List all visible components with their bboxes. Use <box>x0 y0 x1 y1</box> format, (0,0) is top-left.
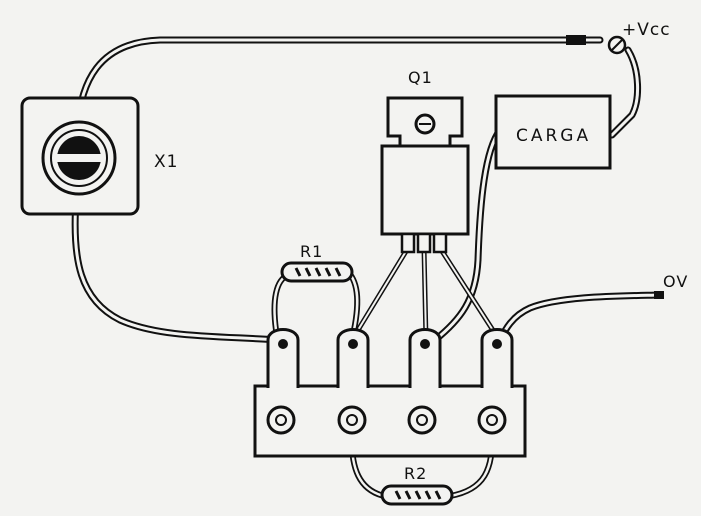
label-carga: CARGA <box>516 126 592 146</box>
terminal-screw-2 <box>337 405 367 435</box>
terminal-lug-2 <box>336 328 370 388</box>
label-r2: R2 <box>404 464 428 483</box>
label-ov: OV <box>663 272 689 291</box>
label-r1: R1 <box>300 242 324 261</box>
x1-component <box>20 96 140 216</box>
carga-box <box>494 94 612 170</box>
ov-wire-end <box>654 291 664 299</box>
terminal-screw-1 <box>266 405 296 435</box>
label-q1: Q1 <box>408 68 433 87</box>
r2-resistor <box>380 484 454 506</box>
wires <box>71 36 664 499</box>
label-x1: X1 <box>154 152 179 172</box>
label-vcc: +Vcc <box>622 20 671 40</box>
terminal-lug-4 <box>480 328 514 388</box>
r1-resistor <box>280 261 354 283</box>
terminal-lug-3 <box>408 328 442 388</box>
vcc-terminal <box>566 35 627 55</box>
terminal-screw-3 <box>407 405 437 435</box>
terminal-lug-1 <box>266 328 300 388</box>
q1-transistor <box>380 96 470 254</box>
terminal-screw-4 <box>477 405 507 435</box>
terminal-strip <box>253 328 527 458</box>
